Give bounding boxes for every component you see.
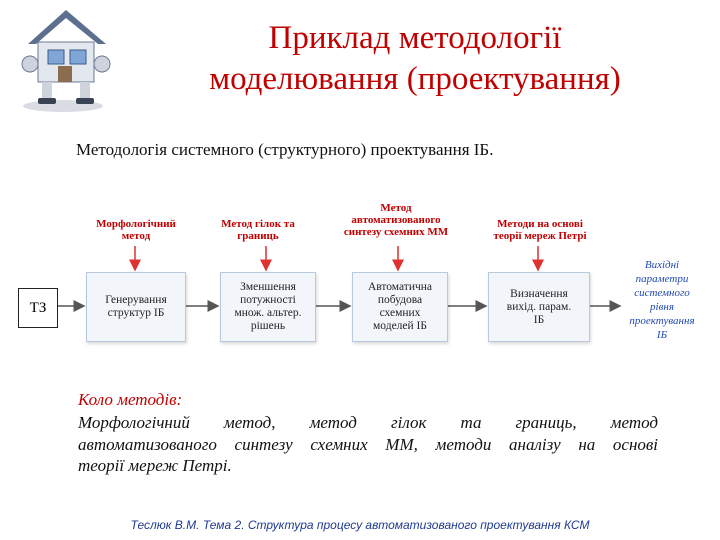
box-3-line-1: Автоматична (368, 281, 432, 294)
box-3-line-4: моделей ІБ (368, 320, 432, 333)
input-tz-box: ТЗ (18, 288, 58, 328)
box-3-line-2: побудова (368, 294, 432, 307)
process-box-params: Визначення вихід. парам. ІБ (488, 272, 590, 342)
output-line-3: системного (612, 286, 712, 300)
box-1-line-2: структур ІБ (105, 307, 166, 320)
box-1-line-1: Генерування (105, 294, 166, 307)
process-box-auto-build: Автоматична побудова схемних моделей ІБ (352, 272, 448, 342)
process-box-reduction: Зменшення потужності множ. альтер. рішен… (220, 272, 316, 342)
box-4-line-1: Визначення (507, 288, 571, 301)
methods-line-2: автоматизованого синтезу схемних ММ, мет… (78, 434, 658, 456)
slide-footer: Теслюк В.М. Тема 2. Структура процесу ав… (0, 518, 720, 532)
output-line-4: рівня (612, 300, 712, 314)
box-2-line-1: Зменшення (234, 281, 301, 294)
box-4-line-2: вихід. парам. (507, 301, 571, 314)
output-line-2: параметри (612, 272, 712, 286)
methods-line-1: Морфологічний метод, метод гілок та гран… (78, 412, 658, 434)
output-line-1: Вихідні (612, 258, 712, 272)
output-line-6: ІБ (612, 328, 712, 342)
box-3-line-3: схемних (368, 307, 432, 320)
box-2-line-2: потужності (234, 294, 301, 307)
methods-heading: Коло методів: (78, 390, 182, 410)
box-2-line-3: множ. альтер. (234, 307, 301, 320)
footer-author: Теслюк В.М. (131, 518, 200, 532)
footer-topic: Тема 2. Структура процесу автоматизовано… (203, 518, 590, 532)
methods-line-3: теорії мереж Петрі. (78, 456, 232, 476)
output-line-5: проектування (612, 314, 712, 328)
box-2-line-4: рішень (234, 320, 301, 333)
box-4-line-3: ІБ (507, 314, 571, 327)
output-label: Вихідні параметри системного рівня проек… (612, 258, 712, 342)
process-box-generation: Генерування структур ІБ (86, 272, 186, 342)
